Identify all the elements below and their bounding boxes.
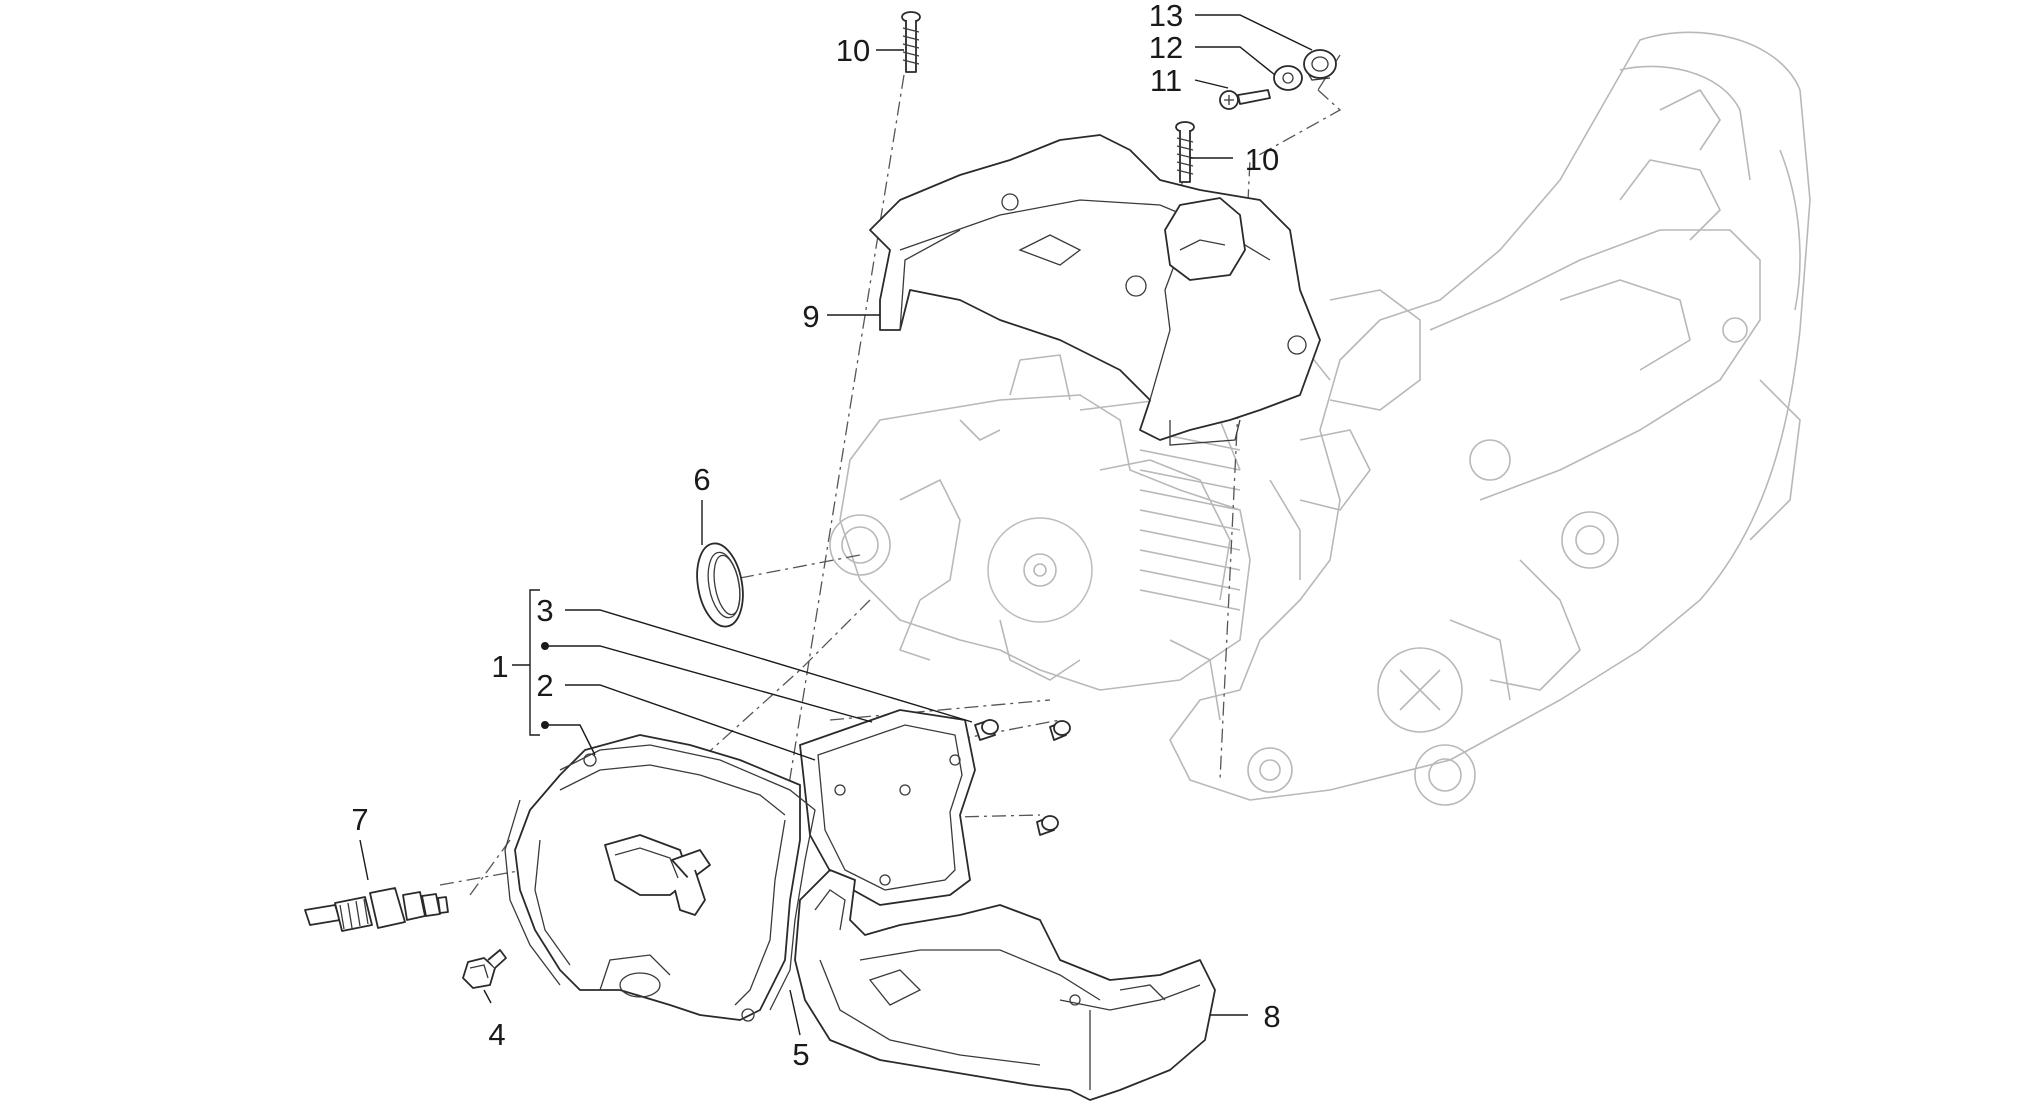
callout-2: 2	[536, 668, 553, 703]
part-12-washer[interactable]	[1273, 65, 1303, 91]
callout-12: 12	[1149, 30, 1183, 65]
callout-13: 13	[1149, 0, 1183, 33]
part-8-lower-shroud[interactable]	[794, 869, 1216, 1101]
part-5-cover-gasket[interactable]	[504, 744, 816, 1011]
callout-7: 7	[351, 802, 368, 837]
callout-8: 8	[1263, 999, 1280, 1034]
callout-11: 11	[1150, 63, 1182, 98]
cylinder-head-background	[829, 354, 1301, 691]
callout-5: 5	[792, 1037, 809, 1072]
callout-10-right: 10	[1245, 142, 1279, 177]
callout-labels: 13 12 11 10 10 9 6 3 1 2 7 4 5 8	[351, 0, 1280, 1072]
bullet-dot-lower	[541, 721, 549, 729]
part-3-screws[interactable]	[974, 719, 1071, 836]
callout-6: 6	[693, 462, 710, 497]
part-2-gasket[interactable]	[799, 709, 976, 906]
callout-10-top: 10	[836, 33, 870, 68]
bullet-dot-upper	[541, 642, 549, 650]
callout-1: 1	[491, 649, 508, 684]
part-7-spark-plug[interactable]	[304, 887, 449, 932]
part-11-bolt[interactable]	[1219, 89, 1271, 110]
part-10-screw-right[interactable]	[1175, 121, 1195, 183]
callout-4: 4	[488, 1017, 505, 1052]
callout-3: 3	[536, 593, 553, 628]
part-4-bolt[interactable]	[462, 949, 507, 989]
callout-leaders	[359, 14, 1313, 1036]
part-13-grommet[interactable]	[1303, 49, 1337, 81]
part-9-upper-shroud[interactable]	[869, 134, 1321, 446]
part-10-screw-top[interactable]	[901, 11, 921, 73]
part-1-valve-cover[interactable]	[514, 734, 801, 1022]
part-6-seal-ring[interactable]	[691, 540, 749, 630]
callout-9: 9	[802, 299, 819, 334]
